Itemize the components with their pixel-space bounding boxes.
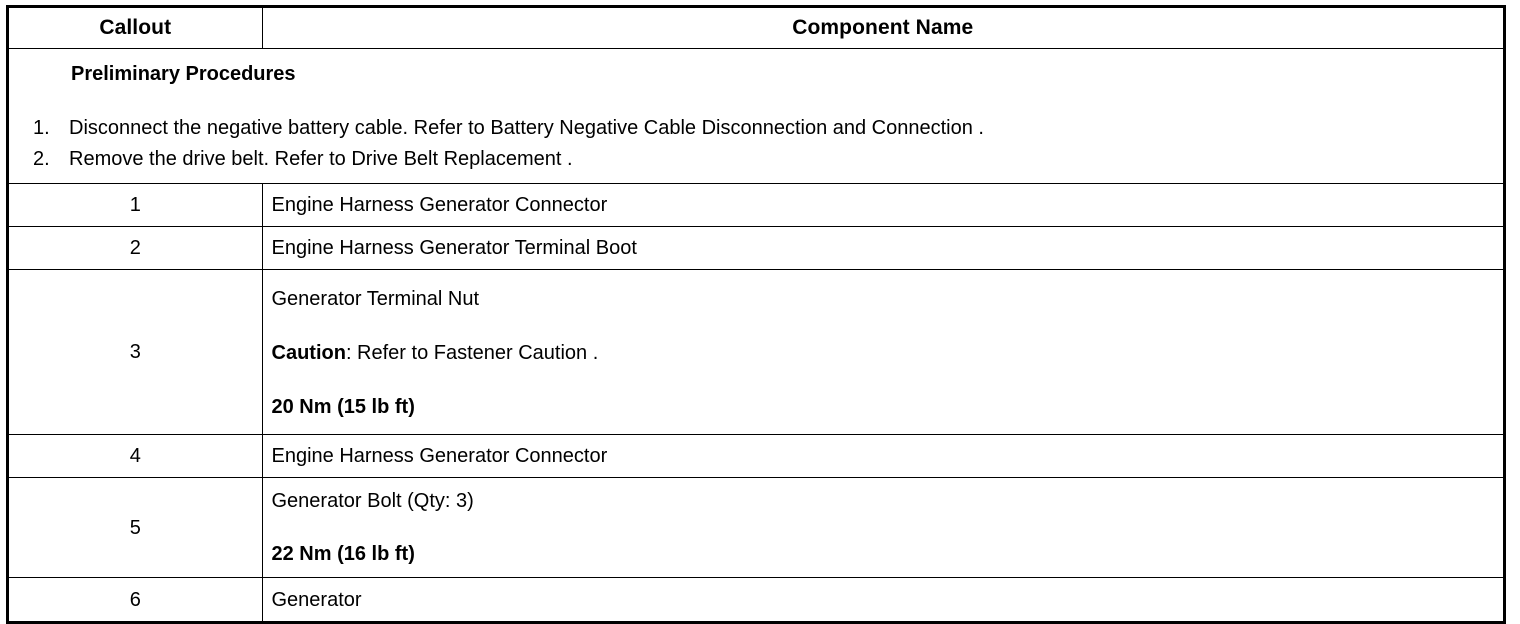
header-row: Callout Component Name xyxy=(7,6,1505,49)
preliminary-procedures-title: Preliminary Procedures xyxy=(71,63,296,85)
table-row: 5 Generator Bolt (Qty: 3) 22 Nm (16 lb f… xyxy=(7,477,1505,578)
preliminary-step-item: 2. Remove the drive belt. Refer to Drive… xyxy=(19,144,1493,175)
callout-number: 6 xyxy=(7,577,263,623)
component-name-text: Engine Harness Generator Connector xyxy=(271,194,608,216)
component-cell: Engine Harness Generator Terminal Boot xyxy=(261,226,1505,270)
torque-spec: 22 Nm (16 lb ft) xyxy=(271,543,415,565)
table-row: 1 Engine Harness Generator Connector xyxy=(7,183,1505,227)
step-text: Remove the drive belt. Refer to Drive Be… xyxy=(69,148,573,170)
preliminary-procedures-cell: Preliminary Procedures 1. Disconnect the… xyxy=(7,48,1505,184)
component-name-text: Engine Harness Generator Terminal Boot xyxy=(271,237,637,259)
table-body: Preliminary Procedures 1. Disconnect the… xyxy=(7,48,1505,623)
table-row: 6 Generator xyxy=(7,577,1505,623)
callout-number: 2 xyxy=(7,226,263,270)
table-header: Callout Component Name xyxy=(7,6,1505,49)
callout-number: 3 xyxy=(7,269,263,435)
preliminary-step-item: 1. Disconnect the negative battery cable… xyxy=(19,113,1493,144)
component-name-text: Generator xyxy=(271,588,362,611)
caution-note: Caution: Refer to Fastener Caution . xyxy=(272,340,1495,366)
callout-component-table: Callout Component Name Preliminary Proce… xyxy=(6,5,1506,624)
step-number: 2. xyxy=(33,148,50,170)
table-row: 2 Engine Harness Generator Terminal Boot xyxy=(7,226,1505,270)
preliminary-steps-list: 1. Disconnect the negative battery cable… xyxy=(19,113,1493,175)
callout-number: 1 xyxy=(7,183,263,227)
callout-number: 5 xyxy=(7,477,263,578)
column-header-callout: Callout xyxy=(7,6,263,49)
step-text: Disconnect the negative battery cable. R… xyxy=(69,117,984,139)
preliminary-procedures-row: Preliminary Procedures 1. Disconnect the… xyxy=(7,48,1505,184)
column-header-component-name: Component Name xyxy=(261,6,1505,49)
table-row: 4 Engine Harness Generator Connector xyxy=(7,434,1505,478)
document-sheet: Callout Component Name Preliminary Proce… xyxy=(6,5,1506,624)
component-name-text: Engine Harness Generator Connector xyxy=(271,445,608,467)
component-name-text: Generator Bolt (Qty: 3) xyxy=(271,490,474,512)
component-name-text: Generator Terminal Nut xyxy=(271,288,480,310)
callout-number: 4 xyxy=(7,434,263,478)
component-cell: Engine Harness Generator Connector xyxy=(261,434,1505,478)
component-cell: Generator Terminal Nut Caution: Refer to… xyxy=(261,269,1505,435)
component-cell: Generator Bolt (Qty: 3) 22 Nm (16 lb ft) xyxy=(261,477,1505,578)
table-row: 3 Generator Terminal Nut Caution: Refer … xyxy=(7,269,1505,435)
step-number: 1. xyxy=(33,117,50,139)
torque-spec: 20 Nm (15 lb ft) xyxy=(271,396,415,418)
component-cell: Generator xyxy=(261,577,1505,623)
component-cell: Engine Harness Generator Connector xyxy=(261,183,1505,227)
caution-label: Caution xyxy=(271,342,346,364)
caution-text: : Refer to Fastener Caution . xyxy=(345,342,599,364)
